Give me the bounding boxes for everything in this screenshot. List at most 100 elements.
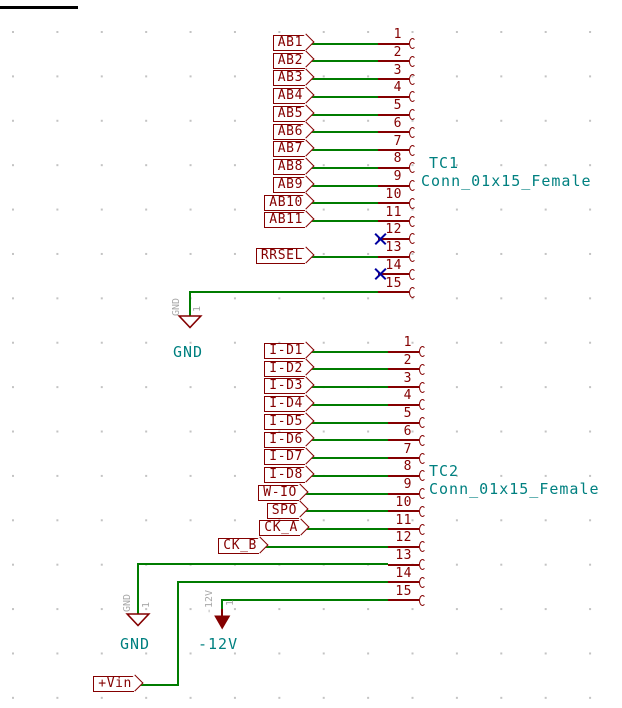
wire-segment[interactable] [309,350,388,353]
connector-pin-line[interactable] [378,184,409,187]
pin-socket-arc[interactable] [409,197,416,209]
net-label-i-d6[interactable]: I-D6 [264,431,305,448]
wire-segment[interactable] [309,474,388,477]
pin-socket-arc[interactable] [419,576,426,588]
wire-segment[interactable] [309,184,378,187]
connector-pin-line[interactable] [378,166,409,169]
net-label-ab2[interactable]: AB2 [272,52,305,69]
pin-socket-arc[interactable] [419,559,426,570]
wire-tc2-pin13[interactable] [137,563,388,565]
wire-segment[interactable] [309,60,378,63]
net-label-spo[interactable]: SPO [266,502,299,519]
pin-socket-arc[interactable] [419,434,426,446]
connector-pin-line[interactable] [388,510,419,513]
connector-pin-line[interactable] [388,545,419,548]
net-label-i-d4[interactable]: I-D4 [264,396,305,413]
wire-segment[interactable] [309,220,378,222]
pin-socket-arc[interactable] [419,452,426,464]
pin-socket-arc[interactable] [419,541,426,553]
pin-socket-arc[interactable] [419,488,426,499]
connector-pin-line[interactable] [388,528,419,530]
connector-pin-line[interactable] [388,368,419,371]
connector-pin-line[interactable] [378,60,409,63]
connector-pin-line[interactable] [378,273,409,276]
connector-pin-line[interactable] [378,255,409,258]
wire-segment[interactable] [309,255,378,258]
wire-tc1-pin15[interactable] [189,291,378,293]
connector-pin-line[interactable] [388,492,419,495]
pin-socket-arc[interactable] [409,109,416,120]
connector-pin-line[interactable] [388,581,419,584]
net-label-ab11[interactable]: AB11 [264,212,305,229]
wire-segment[interactable] [309,78,378,80]
pin-socket-arc[interactable] [409,233,416,245]
wire-tc2-pin15[interactable] [221,599,388,601]
connector-pin-line[interactable] [388,439,419,442]
connector-pin-line[interactable] [378,113,409,116]
pin-socket-arc[interactable] [419,470,426,482]
pin-socket-arc[interactable] [419,505,426,517]
net-label-ab8[interactable]: AB8 [272,159,305,176]
pin-socket-arc[interactable] [419,594,426,606]
net-label-ab4[interactable]: AB4 [272,88,305,105]
wire-segment[interactable] [309,131,378,134]
wire-segment[interactable] [303,510,388,513]
wire-segment[interactable] [309,113,378,116]
pin-socket-arc[interactable] [409,215,416,227]
wire-segment[interactable] [309,421,388,424]
tc1-reference[interactable]: TC1 [429,154,460,172]
wire-segment[interactable] [309,202,378,205]
connector-pin-line[interactable] [388,599,419,601]
net-label-i-d2[interactable]: I-D2 [264,360,305,377]
pin-socket-arc[interactable] [419,399,426,411]
net-label-i-d5[interactable]: I-D5 [264,413,305,430]
connector-pin-line[interactable] [388,457,419,459]
net-label-i-d8[interactable]: I-D8 [264,467,305,484]
tc2-value[interactable]: Conn_01x15_Female [429,480,600,498]
pin-socket-arc[interactable] [419,523,426,535]
connector-pin-line[interactable] [378,220,409,222]
gnd-symbol-bottom[interactable] [125,613,151,628]
pin-socket-arc[interactable] [409,144,416,156]
net-label-ab10[interactable]: AB10 [264,194,305,211]
net-label-i-d3[interactable]: I-D3 [264,378,305,395]
connector-pin-line[interactable] [388,386,419,388]
net-label-ab6[interactable]: AB6 [272,123,305,140]
connector-pin-line[interactable] [378,78,409,80]
pin-socket-arc[interactable] [409,180,416,191]
net-label-ab7[interactable]: AB7 [272,141,305,158]
connector-pin-line[interactable] [388,403,419,406]
pin-socket-arc[interactable] [419,417,426,428]
connector-pin-line[interactable] [378,95,409,98]
wire-segment[interactable] [309,457,388,459]
net-label-ck_b[interactable]: CK_B [218,538,259,555]
wire-tc2-pin15-drop[interactable] [221,599,223,611]
wire-segment[interactable] [309,95,378,98]
net-label-rrsel[interactable]: RRSEL [255,247,305,264]
neg12-symbol[interactable] [214,615,232,630]
net-label-w-io[interactable]: W-IO [258,484,299,501]
wire-segment[interactable] [309,368,388,371]
wire-segment[interactable] [309,149,378,151]
pin-socket-arc[interactable] [409,91,416,103]
pin-socket-arc[interactable] [409,286,416,298]
connector-pin-line[interactable] [378,237,409,240]
pin-socket-arc[interactable] [409,38,416,49]
wire-tc1-pin15-drop[interactable] [189,291,191,316]
connector-pin-line[interactable] [378,291,409,293]
net-label-ab1[interactable]: AB1 [272,34,305,51]
net-label-i-d7[interactable]: I-D7 [264,449,305,466]
gnd-symbol-top[interactable] [177,315,203,330]
wire-segment[interactable] [303,492,388,495]
connector-pin-line[interactable] [378,149,409,151]
pin-socket-arc[interactable] [419,346,426,357]
wire-segment[interactable] [263,545,388,548]
pin-socket-arc[interactable] [419,381,426,393]
pin-socket-arc[interactable] [409,251,416,262]
connector-pin-line[interactable] [388,350,419,353]
net-label-i-d1[interactable]: I-D1 [264,342,305,359]
wire-segment[interactable] [309,166,378,169]
net-label-ab3[interactable]: AB3 [272,70,305,87]
pin-socket-arc[interactable] [409,73,416,85]
connector-pin-line[interactable] [388,563,419,566]
